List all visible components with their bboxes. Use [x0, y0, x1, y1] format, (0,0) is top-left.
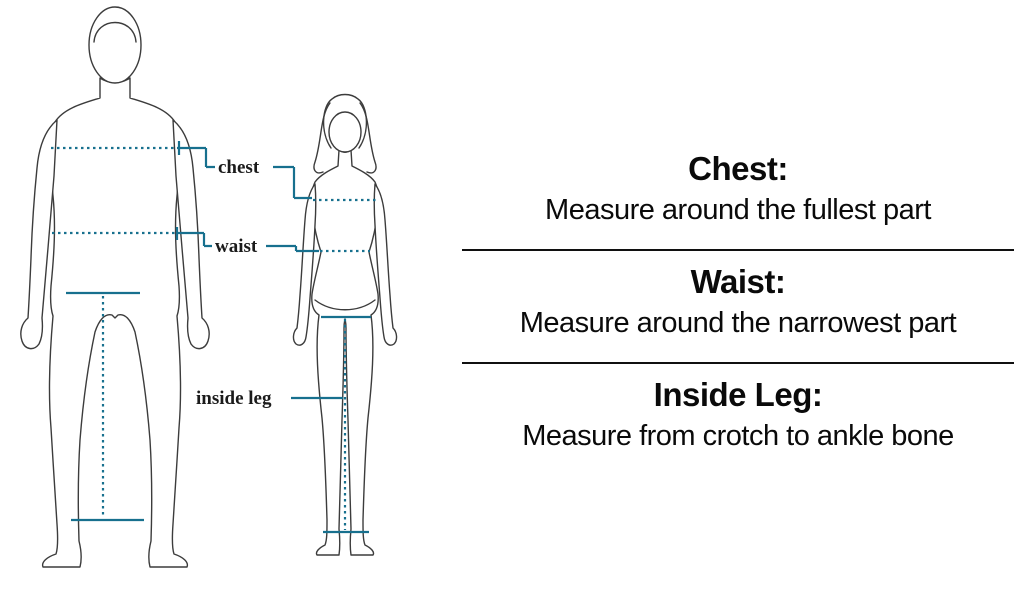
divider [462, 249, 1014, 251]
measurement-diagram: chest waist inside leg [0, 0, 460, 586]
inside-leg-instruction-description: Measure from crotch to ankle bone [522, 420, 954, 452]
female-leotard-leg-line [314, 299, 376, 311]
male-left-arm [20, 119, 58, 350]
male-hairline [93, 21, 137, 43]
female-right-arm [373, 183, 398, 346]
female-hair-left [313, 102, 331, 174]
chest-label: chest [218, 157, 260, 178]
instruction-waist: Waist: Measure around the narrowest part [462, 251, 1014, 362]
chest-instruction-title: Chest: [688, 150, 788, 187]
male-figure [20, 6, 210, 568]
instructions-panel: Chest: Measure around the fullest part W… [462, 138, 1014, 475]
male-torso-legs-outline [41, 77, 189, 568]
waist-instruction-description: Measure around the narrowest part [519, 307, 957, 339]
instruction-inside-leg: Inside Leg: Measure from crotch to ankle… [462, 364, 1014, 475]
waist-instruction-title: Waist: [690, 263, 786, 300]
inside-leg-label: inside leg [196, 388, 272, 409]
male-right-arm [172, 119, 210, 350]
female-measurement-lines [266, 165, 377, 534]
male-head [88, 6, 142, 84]
instruction-chest: Chest: Measure around the fullest part [462, 138, 1014, 249]
male-waist-leader [175, 227, 212, 248]
female-face [328, 111, 362, 153]
female-left-arm [292, 183, 317, 346]
female-hair-right [359, 102, 377, 174]
female-waist-leader [266, 244, 319, 253]
waist-label: waist [215, 236, 258, 257]
female-figure [292, 93, 398, 556]
female-chest-leader [273, 165, 312, 200]
body-measurement-illustration: chest waist inside leg [20, 6, 398, 568]
male-chest-leader [177, 141, 215, 169]
inside-leg-instruction-title: Inside Leg: [653, 376, 823, 413]
male-measurement-lines [51, 141, 215, 522]
divider [462, 362, 1014, 364]
chest-instruction-description: Measure around the fullest part [545, 194, 931, 226]
